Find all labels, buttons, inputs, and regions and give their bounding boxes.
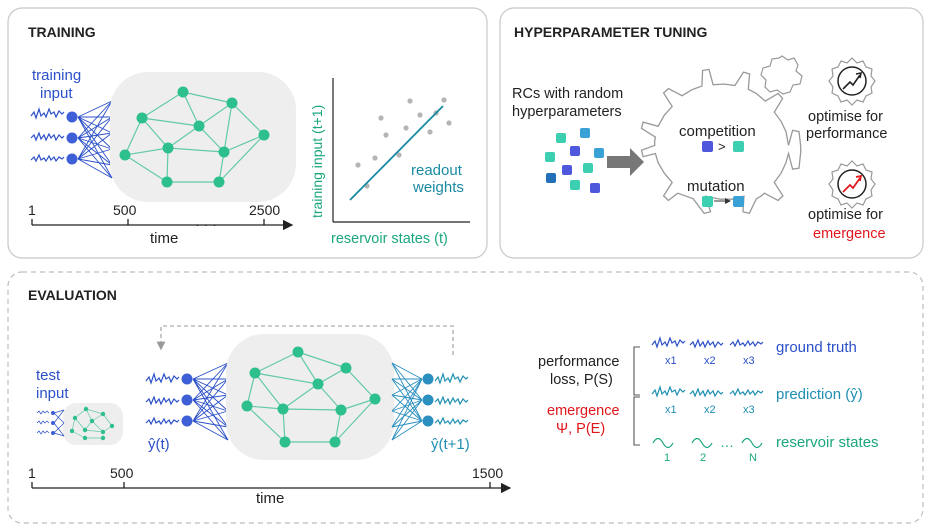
pred-x2-label: x2 [704, 404, 716, 416]
training-input-waves [30, 106, 65, 163]
evaluation-reservoir-nodes [241, 346, 381, 448]
pred-x1-label: x1 [665, 404, 677, 416]
evaluation-input-nodes [181, 373, 193, 427]
feedback-loop [156, 325, 454, 355]
gt-x2-label: x2 [704, 355, 716, 367]
state-2-label: 2 [700, 452, 706, 464]
training-tick-label-1: 1 [28, 202, 36, 218]
training-title: TRAINING [28, 24, 96, 40]
evaluation-reservoir-box [226, 334, 394, 460]
yhat-t-label: ŷ(t) [148, 436, 170, 453]
mutation-left-square [702, 196, 713, 207]
emergence-label-2: Ψ, P(E) [556, 421, 605, 437]
gt-x1-label: x1 [665, 355, 677, 367]
mini-network [36, 403, 123, 445]
training-input-label: training [32, 67, 81, 84]
reservoir-state-waves [652, 437, 763, 449]
optimise-emergence-label-2: emergence [813, 226, 886, 242]
state-n-label: N [749, 452, 757, 464]
rc-population-squares [545, 128, 604, 193]
mutation-label: mutation [687, 178, 745, 195]
population-arrow [607, 148, 644, 176]
evaluation-tick-label-1: 1 [28, 465, 36, 481]
ground-truth-waves [651, 335, 764, 349]
training-tick-label-500: 500 [113, 202, 137, 218]
readout-label: readout [411, 162, 463, 179]
prediction-label: prediction (ŷ) [776, 386, 863, 403]
reservoir-states-label: reservoir states [776, 434, 879, 451]
rc-label-2: hyperparameters [512, 104, 622, 120]
state-dots-label: … [720, 434, 734, 450]
performance-loss-label: performance [538, 354, 619, 370]
performance-loss-label-2: loss, P(S) [550, 372, 613, 388]
training-reservoir-nodes [119, 86, 270, 188]
competition-left-square [702, 141, 713, 152]
evaluation-panel [7, 271, 924, 524]
training-reservoir-edges [124, 91, 265, 183]
optimise-performance-label-2: performance [806, 126, 887, 142]
performance-gear-icon [828, 57, 876, 106]
gt-x3-label: x3 [743, 355, 755, 367]
training-input-nodes [66, 111, 78, 165]
prediction-waves [651, 384, 764, 398]
training-input-label-2: input [40, 85, 73, 102]
big-gear [640, 68, 802, 215]
training-reservoir-box [110, 72, 296, 202]
scatter-ylabel: training input (t+1) [309, 105, 325, 218]
readout-label-2: weights [412, 179, 464, 196]
emergence-label: emergence [547, 403, 620, 419]
evaluation-time-label: time [256, 490, 284, 507]
optimise-emergence-label: optimise for [808, 207, 883, 223]
evaluation-input-waves [145, 371, 180, 426]
evaluation-tick-label-1500: 1500 [472, 465, 503, 481]
evaluation-output-connections [391, 362, 423, 441]
ground-truth-label: ground truth [776, 339, 857, 356]
evaluation-title: EVALUATION [28, 287, 117, 303]
scatter-points [355, 97, 452, 189]
competition-gt: > [718, 139, 726, 154]
emergence-gear-icon [828, 160, 876, 209]
yhat-t1-label: ŷ(t+1) [431, 436, 470, 453]
training-time-label: time [150, 230, 178, 247]
scatter-xlabel: reservoir states (t) [331, 231, 448, 247]
emergence-bracket [633, 396, 640, 446]
evaluation-input-connections [192, 362, 229, 441]
pred-x3-label: x3 [743, 404, 755, 416]
evaluation-output-nodes [422, 373, 434, 427]
readout-line [349, 105, 444, 201]
performance-bracket [633, 346, 640, 396]
optimise-performance-label: optimise for [808, 109, 883, 125]
state-1-label: 1 [664, 452, 670, 464]
rc-label: RCs with random [512, 86, 623, 102]
competition-right-square [733, 141, 744, 152]
test-input-label: test [36, 367, 61, 384]
training-input-connections [77, 100, 113, 179]
training-tick-label-2500: 2500 [249, 202, 280, 218]
evaluation-tick-label-500: 500 [110, 465, 134, 481]
test-input-label-2: input [36, 385, 69, 402]
hyper-title: HYPERPARAMETER TUNING [514, 24, 708, 40]
competition-label: competition [679, 123, 756, 140]
training-time-dots: · · · [195, 216, 217, 232]
mutation-right-square [733, 196, 744, 207]
evaluation-output-waves [434, 371, 469, 426]
small-gear [760, 55, 803, 95]
evaluation-reservoir-edges [246, 351, 376, 443]
